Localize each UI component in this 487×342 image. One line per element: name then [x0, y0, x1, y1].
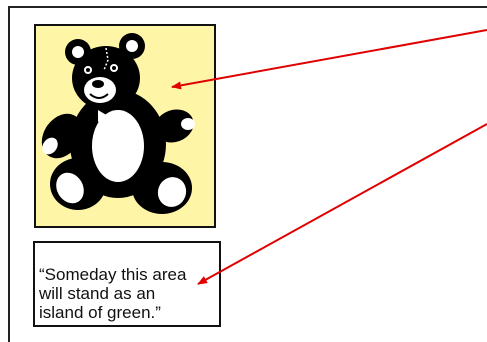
arrow-to-picture — [172, 30, 487, 87]
arrow-to-caption — [198, 124, 487, 284]
